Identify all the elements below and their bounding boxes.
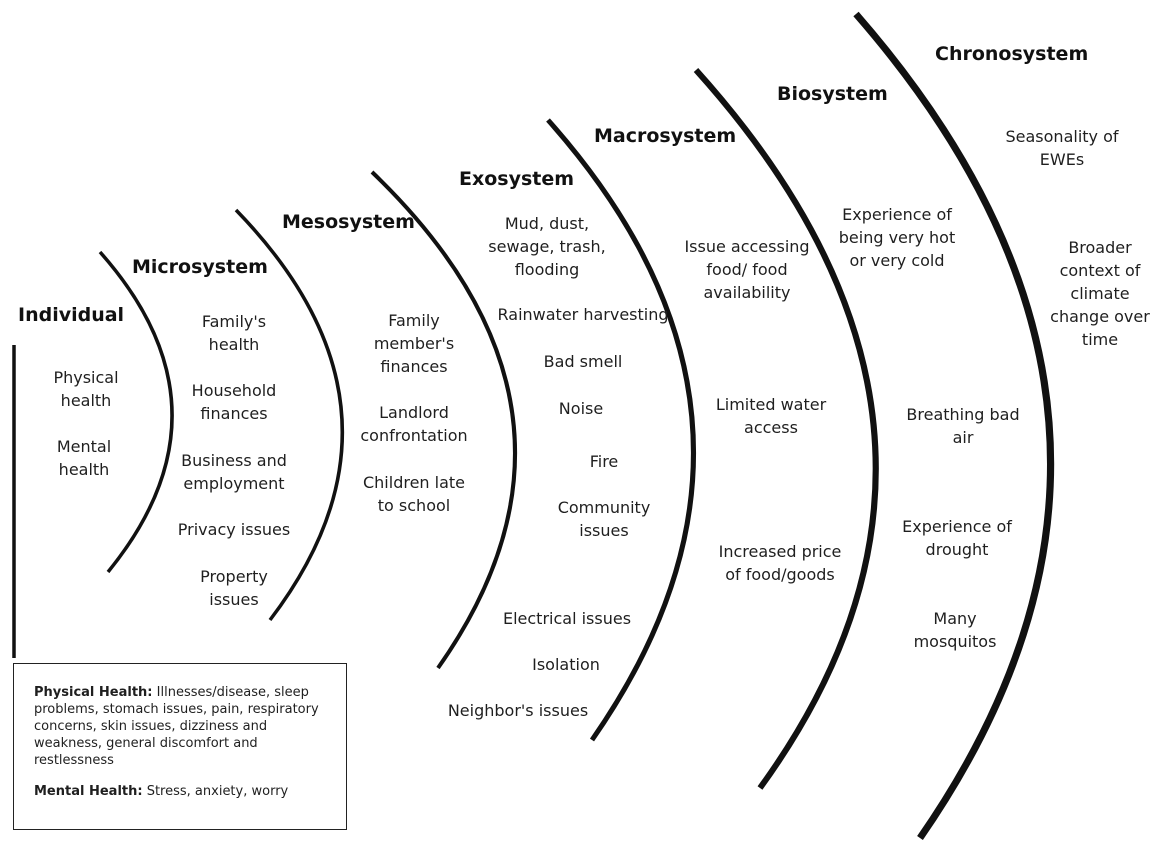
physical-health-text: Illnesses/disease, sleep problems, stoma…	[34, 685, 319, 768]
microsystem-arc	[98, 250, 174, 574]
chronosystem-title: Chronosystem	[935, 43, 1089, 65]
mesosystem-title: Mesosystem	[282, 211, 415, 233]
exosystem-item: Mud, dust,sewage, trash,flooding	[488, 214, 606, 279]
mesosystem-arc	[234, 208, 344, 622]
exosystem-item: Isolation	[532, 655, 600, 674]
mental-health-text: Stress, anxiety, worry	[142, 784, 289, 799]
microsystem-title: Microsystem	[132, 256, 268, 278]
exosystem-title: Exosystem	[459, 168, 575, 190]
mental-health-label: Mental Health:	[34, 784, 143, 799]
individual-title: Individual	[18, 304, 125, 326]
exosystem-item: Bad smell	[543, 352, 623, 371]
exosystem-item: Noise	[558, 399, 604, 418]
physical-health-label: Physical Health:	[34, 685, 153, 700]
physical-health-definition: Physical Health: Illnesses/disease, slee…	[34, 684, 338, 769]
macrosystem-arc	[546, 118, 696, 742]
mental-health-definition: Mental Health: Stress, anxiety, worry	[34, 783, 338, 800]
exosystem-arc	[370, 170, 517, 670]
exosystem-item: Rainwater harvesting	[497, 305, 669, 324]
microsystem-item: Privacy issues	[177, 520, 291, 539]
health-legend-box: Physical Health: Illnesses/disease, slee…	[13, 663, 347, 830]
exosystem-item: Electrical issues	[502, 609, 632, 628]
chronosystem-arc	[853, 11, 1054, 840]
exosystem-item: Fire	[589, 452, 619, 471]
exosystem-item: Neighbor's issues	[447, 701, 589, 720]
macrosystem-title: Macrosystem	[594, 125, 737, 147]
biosystem-title: Biosystem	[777, 83, 888, 105]
biosystem-arc	[693, 67, 879, 790]
